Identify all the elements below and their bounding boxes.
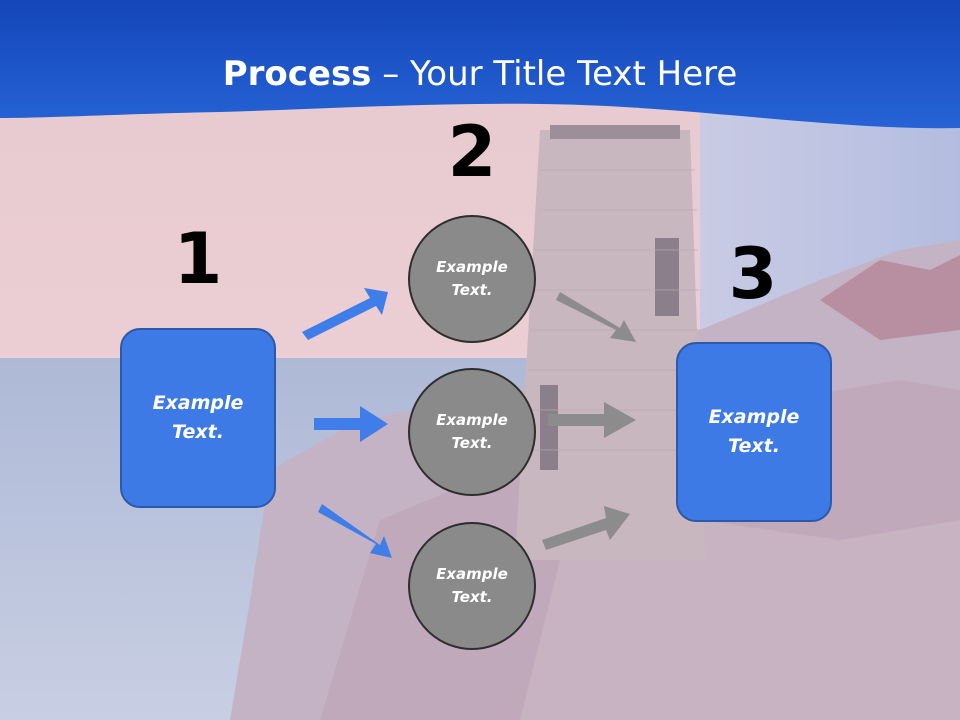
arrow-right-gray xyxy=(548,402,636,438)
arrow-right-blue xyxy=(314,406,388,442)
left-step-text: Example Text. xyxy=(152,392,244,443)
circle-option-1[interactable]: Example Text. xyxy=(408,215,536,343)
arrow-down-right-gray xyxy=(556,292,636,342)
step-number-1: 1 xyxy=(173,218,223,300)
slide-title: Process – Your Title Text Here xyxy=(0,52,960,96)
circle-option-2[interactable]: Example Text. xyxy=(408,368,536,496)
title-rest: – Your Title Text Here xyxy=(371,54,738,94)
left-step-box[interactable]: Example Text. xyxy=(120,328,276,508)
circle-option-3-text: Example Text. xyxy=(436,565,508,606)
circle-option-2-text: Example Text. xyxy=(436,411,508,452)
circle-option-3[interactable]: Example Text. xyxy=(408,522,536,650)
circle-option-1-text: Example Text. xyxy=(436,258,508,299)
right-step-text: Example Text. xyxy=(708,406,800,457)
arrow-up-right-blue xyxy=(302,288,388,340)
arrow-down-right-blue xyxy=(318,504,392,558)
arrow-up-right-gray xyxy=(542,506,630,550)
step-number-3: 3 xyxy=(728,233,778,315)
right-step-box[interactable]: Example Text. xyxy=(676,342,832,522)
step-number-2: 2 xyxy=(447,111,497,193)
title-bold: Process xyxy=(222,54,372,94)
